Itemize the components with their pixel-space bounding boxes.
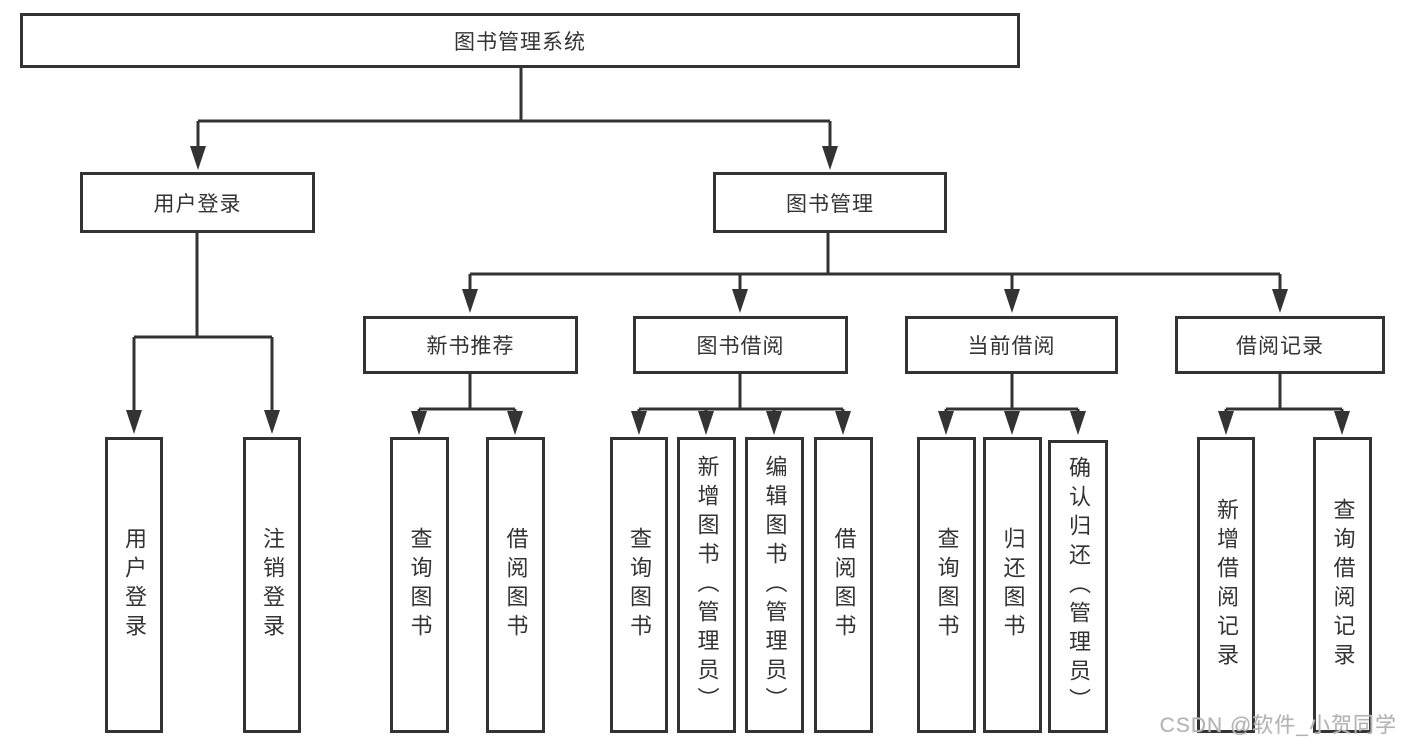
node-label: 借阅图书 <box>503 527 529 643</box>
arrow-down-icon <box>411 411 427 435</box>
arrow-down-icon <box>766 411 782 435</box>
connector-bookmgmt-to-level3 <box>468 233 1282 291</box>
connector-userlogin-to-children <box>132 233 274 412</box>
arrow-down-icon <box>1272 289 1288 313</box>
arrow-down-icon <box>938 411 954 435</box>
connector-borrowing-to-children <box>637 374 845 413</box>
node-label: 用户登录 <box>122 527 147 643</box>
csdn-watermark: CSDN @软件_小贺同学 <box>1159 714 1397 737</box>
node-label: 查询借阅记录 <box>1330 498 1356 672</box>
arrow-down-icon <box>822 146 838 170</box>
arrow-down-icon <box>507 411 523 435</box>
node-label: 新书推荐 <box>426 335 515 358</box>
node-label: 图书管理 <box>786 192 874 216</box>
connector-root-to-level2 <box>196 68 832 148</box>
node-label: 图书管理系统 <box>454 30 586 54</box>
node-label: 编辑图书（管理员） <box>762 454 788 716</box>
node-leaf-logout: 注销登录 <box>243 437 301 733</box>
node-label: 图书借阅 <box>696 335 785 358</box>
arrow-down-icon <box>1334 411 1350 435</box>
node-new-book-recommend: 新书推荐 <box>363 316 578 374</box>
connector-newbooks-to-children <box>417 374 517 413</box>
node-label: 新增图书（管理员） <box>694 454 720 716</box>
arrow-down-icon <box>1004 289 1020 313</box>
node-label: 当前借阅 <box>967 335 1056 358</box>
node-book-management: 图书管理 <box>713 172 947 233</box>
node-label: 归还图书 <box>1000 527 1026 643</box>
node-leaf-return-books: 归还图书 <box>983 437 1042 733</box>
arrowhead-group <box>126 146 1350 435</box>
arrow-down-icon <box>190 146 206 170</box>
node-borrow-records: 借阅记录 <box>1175 316 1385 374</box>
node-label: 查询图书 <box>407 527 433 643</box>
arrow-down-icon <box>1070 411 1086 435</box>
node-label: 借阅图书 <box>831 527 857 643</box>
connector-line-group <box>132 68 1344 413</box>
node-leaf-query-books-1: 查询图书 <box>390 437 449 733</box>
node-label: 新增借阅记录 <box>1214 498 1239 672</box>
node-leaf-add-books-admin: 新增图书（管理员） <box>677 437 736 733</box>
connector-records-to-children <box>1224 374 1344 413</box>
arrow-down-icon <box>462 289 478 313</box>
node-leaf-borrow-books-1: 借阅图书 <box>486 437 545 733</box>
node-user-login-group: 用户登录 <box>80 172 315 233</box>
arrow-down-icon <box>264 410 280 434</box>
arrow-down-icon <box>126 410 142 434</box>
node-leaf-confirm-return-admin: 确认归还（管理员） <box>1048 440 1108 733</box>
node-label: 借阅记录 <box>1236 335 1324 358</box>
node-leaf-query-books-3: 查询图书 <box>917 437 976 733</box>
arrow-down-icon <box>1218 411 1234 435</box>
node-label: 确认归还（管理员） <box>1066 456 1091 717</box>
node-leaf-query-borrow-record: 查询借阅记录 <box>1313 437 1372 733</box>
node-leaf-edit-books-admin: 编辑图书（管理员） <box>745 437 804 733</box>
node-leaf-query-books-2: 查询图书 <box>610 437 668 733</box>
node-book-borrowing: 图书借阅 <box>633 316 848 374</box>
node-current-borrowing: 当前借阅 <box>905 316 1118 374</box>
node-label: 注销登录 <box>260 527 285 643</box>
arrow-down-icon <box>698 411 714 435</box>
node-label: 用户登录 <box>153 192 242 216</box>
node-system-root: 图书管理系统 <box>20 13 1020 68</box>
node-leaf-add-borrow-record: 新增借阅记录 <box>1197 437 1255 733</box>
node-label: 查询图书 <box>934 527 960 643</box>
node-label: 查询图书 <box>627 527 652 643</box>
arrow-down-icon <box>631 411 647 435</box>
node-leaf-borrow-books-2: 借阅图书 <box>814 437 873 733</box>
arrow-down-icon <box>732 289 748 313</box>
arrow-down-icon <box>1004 411 1020 435</box>
connector-current-to-children <box>944 374 1080 413</box>
arrow-down-icon <box>835 411 851 435</box>
node-leaf-user-login: 用户登录 <box>105 437 163 733</box>
